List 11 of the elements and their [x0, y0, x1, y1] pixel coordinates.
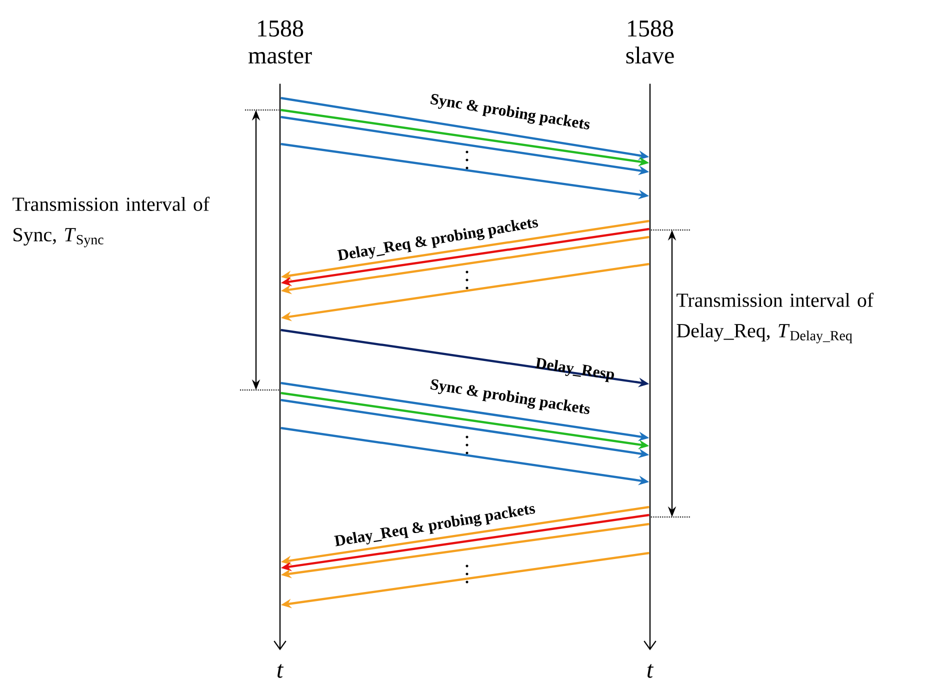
participant-label: 1588 slave: [626, 20, 674, 64]
lifeline: [274, 84, 286, 650]
interval-label: Transmission interval of Delay_Req, T$_{Delay_Req}$: [676, 292, 874, 344]
edge-label: Delay_Req & probing packets: [334, 506, 536, 546]
edge-label: Sync & probing packets: [430, 94, 590, 130]
interval-label: Transmission interval of Sync, T$_{Sync}$: [12, 196, 210, 248]
time-label: t: [647, 664, 654, 678]
lifeline: [644, 84, 656, 650]
edge-label: Delay_Req & probing packets: [337, 219, 538, 261]
participant-label: 1588 master: [248, 20, 312, 64]
time-label: t: [277, 664, 284, 678]
